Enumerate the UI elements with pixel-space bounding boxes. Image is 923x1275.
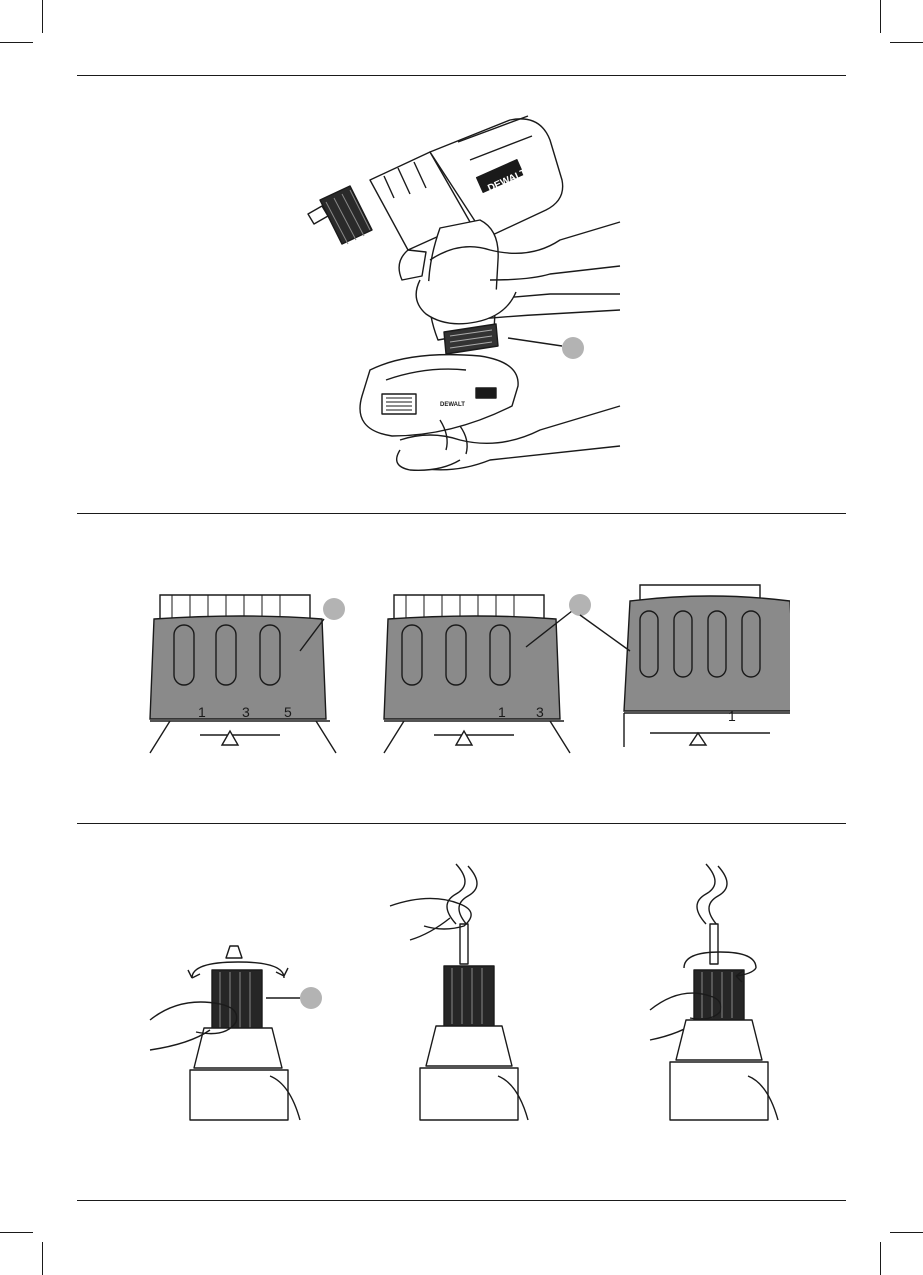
crop-mark: [890, 1232, 923, 1233]
crop-mark: [890, 42, 923, 43]
drill-battery-figure: DEWALT DEWALT: [290, 110, 640, 500]
chuck-step-3: [650, 864, 778, 1120]
chuck-step-2: [390, 864, 528, 1120]
crop-mark: [0, 1232, 33, 1233]
callout-marker: [300, 987, 322, 1009]
torque-scale-label: 3: [242, 704, 250, 720]
torque-scale-label: 5: [284, 704, 292, 720]
collar-panel-2: 1 3: [384, 594, 591, 753]
crop-mark: [880, 0, 881, 33]
callout-marker: [323, 598, 345, 620]
collar-panel-3: 1: [580, 585, 790, 747]
chuck-icon: [308, 186, 372, 244]
chuck-step-1: [150, 946, 322, 1120]
callout-marker: [569, 594, 591, 616]
torque-scale-label: 3: [536, 704, 544, 720]
battery-brand-logo: DEWALT: [440, 402, 465, 408]
callout-marker: [562, 337, 584, 359]
torque-scale-label: 1: [498, 704, 506, 720]
chuck-steps-figure: [140, 860, 800, 1122]
torque-scale-label: 1: [198, 704, 206, 720]
crop-mark: [0, 42, 33, 43]
torque-collar-figure: 1 3 5 1 3: [140, 575, 790, 755]
section-rule: [77, 75, 846, 76]
section-rule: [77, 1200, 846, 1201]
section-rule: [77, 823, 846, 824]
crop-mark: [42, 0, 43, 33]
crop-mark: [880, 1242, 881, 1275]
torque-scale-label: 1: [728, 708, 736, 724]
collar-panel-1: 1 3 5: [150, 595, 345, 753]
crop-mark: [42, 1242, 43, 1275]
section-rule: [77, 513, 846, 514]
